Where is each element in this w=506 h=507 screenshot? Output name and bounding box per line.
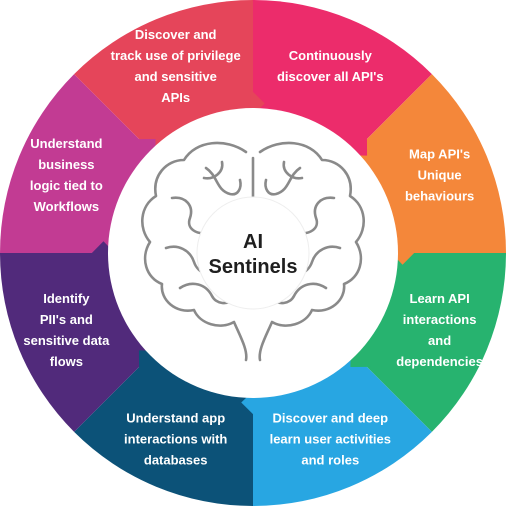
- segment-label-map-behaviours-line1: Map API's: [409, 147, 470, 162]
- segment-label-privilege-apis-line4: APIs: [161, 90, 190, 105]
- center-title-line1: AI: [243, 231, 263, 253]
- segment-label-map-behaviours-line3: behaviours: [405, 189, 474, 204]
- segment-label-continuously-discover-line1: Continuously: [289, 48, 373, 63]
- segment-label-pii-flows-line1: Identify: [43, 291, 90, 306]
- segment-label-learn-interactions-line4: dependencies: [396, 354, 483, 369]
- segment-label-map-behaviours-line2: Unique: [418, 168, 462, 183]
- segment-label-privilege-apis-line3: and sensitive: [135, 69, 217, 84]
- segment-label-user-activities-line2: learn user activities: [270, 432, 391, 447]
- segment-label-privilege-apis-line1: Discover and: [135, 27, 217, 42]
- segment-label-pii-flows-line3: sensitive data: [23, 333, 110, 348]
- segment-label-learn-interactions-line1: Learn API: [410, 291, 470, 306]
- segment-label-app-databases-line3: databases: [144, 453, 208, 468]
- segment-label-user-activities-line1: Discover and deep: [272, 411, 388, 426]
- segment-label-continuously-discover-line2: discover all API's: [277, 69, 384, 84]
- segment-label-privilege-apis-line2: track use of privilege: [111, 48, 241, 63]
- center-title-line2: Sentinels: [209, 256, 298, 278]
- segment-label-business-logic-line2: business: [38, 157, 94, 172]
- segment-label-business-logic-line1: Understand: [30, 136, 102, 151]
- segment-label-app-databases-line2: interactions with: [124, 432, 227, 447]
- segment-label-business-logic-line3: logic tied to: [30, 178, 103, 193]
- segment-label-learn-interactions-line2: interactions: [403, 312, 477, 327]
- segment-label-pii-flows-line2: PII's and: [40, 312, 93, 327]
- segment-label-pii-flows-line4: flows: [50, 354, 83, 369]
- center-badge: [196, 196, 310, 310]
- segment-label-user-activities-line3: and roles: [301, 453, 359, 468]
- segment-label-learn-interactions-line3: and: [428, 333, 451, 348]
- segment-label-business-logic-line4: Workflows: [34, 199, 100, 214]
- segment-label-app-databases-line1: Understand app: [126, 411, 225, 426]
